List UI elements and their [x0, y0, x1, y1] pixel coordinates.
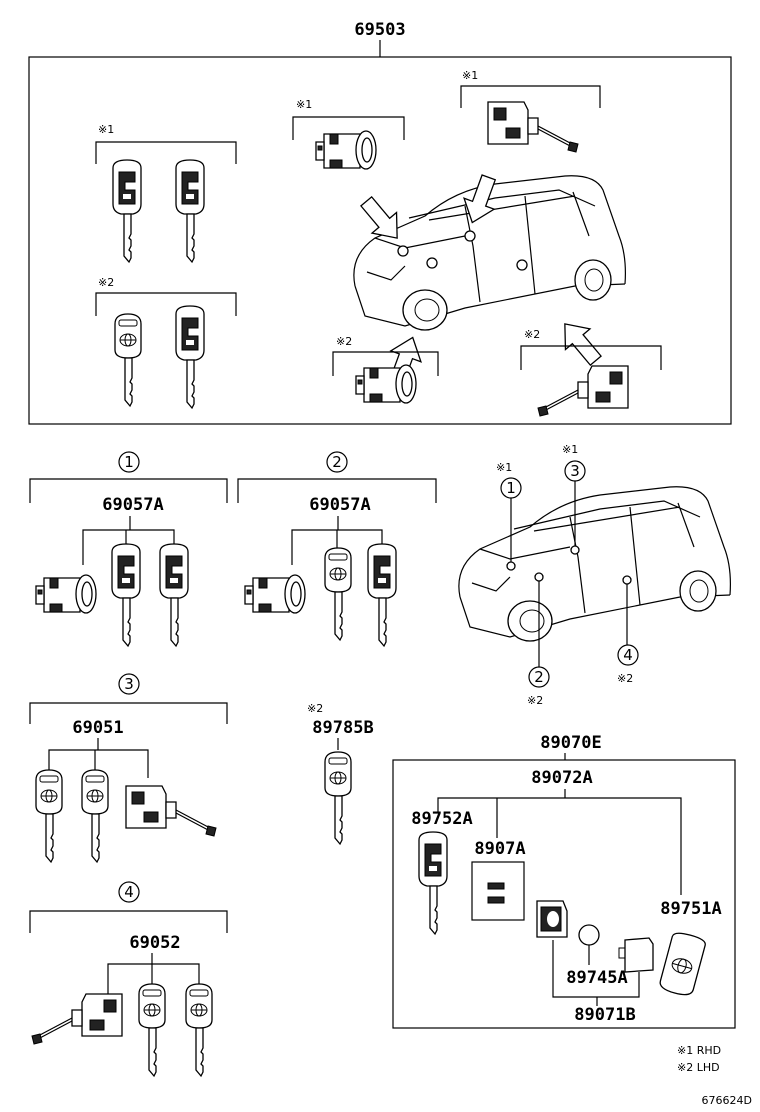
battery-part-number: 89745A	[566, 968, 627, 988]
group-part-number: 69051	[72, 718, 123, 738]
group-4: 4 69052	[29, 881, 228, 1077]
callout-note: ※1	[562, 443, 578, 456]
group-1: 1 69057A	[29, 451, 228, 647]
vehicle-locations: ※1 1 ※1 3 2 ※2 4 ※2	[458, 443, 732, 707]
callout-circle-number: 4	[623, 646, 633, 664]
key-part-number: 89752A	[411, 809, 472, 829]
plain-key	[324, 547, 352, 641]
case-half	[618, 937, 654, 973]
rhd-mark: ※1	[296, 98, 312, 111]
ignition-cylinder	[315, 130, 377, 170]
vehicle-outline	[458, 486, 732, 642]
lhd-mark: ※2	[524, 328, 540, 341]
remote-key	[175, 159, 205, 263]
assembly-69503: 69503 ※1 ※2 ※1 ※1 ※2	[28, 20, 732, 425]
transmitter-sub-number: 89072A	[531, 768, 592, 788]
transmitter-assembly: 89070E 89072A 89752A 8907A 89751A	[392, 733, 736, 1029]
insert-part-number: 8907A	[474, 839, 525, 859]
remote-key	[111, 543, 141, 647]
door-lock-cylinder	[125, 785, 217, 837]
plain-key	[324, 751, 352, 845]
arrow	[456, 171, 505, 229]
door-lock-cylinder	[487, 101, 579, 153]
plain-key	[81, 769, 109, 863]
group-3: 3 69051	[29, 673, 228, 863]
case-part-number: 89071B	[574, 1005, 635, 1025]
door-lock-cylinder	[31, 993, 123, 1045]
spare-key-part-number: 89785B	[312, 718, 373, 738]
callout-circle-number: 1	[506, 479, 516, 497]
spare-key: ※2 89785B	[307, 702, 374, 845]
key-insert	[471, 861, 525, 921]
transmitter-frame	[392, 759, 736, 1029]
legend-lhd: ※2 LHD	[677, 1061, 720, 1074]
plain-key	[185, 983, 213, 1077]
remote-key	[367, 543, 397, 647]
battery	[578, 924, 600, 946]
plain-key	[138, 983, 166, 1077]
group-2: 2 69057A	[237, 451, 437, 647]
ignition-cylinder	[35, 574, 97, 614]
group-circle-number: 2	[332, 453, 342, 471]
plain-key	[35, 769, 63, 863]
callout-note: ※2	[527, 694, 543, 707]
key-cover	[659, 932, 706, 996]
legend: ※1 RHD ※2 LHD 676624D	[677, 1044, 752, 1107]
ignition-cylinder	[355, 364, 417, 404]
lhd-mark: ※2	[336, 335, 352, 348]
remote-key	[159, 543, 189, 647]
group-circle-number: 4	[124, 883, 134, 901]
remote-key	[175, 305, 205, 409]
assembly-part-number: 69503	[354, 20, 405, 40]
plain-key	[114, 313, 142, 407]
transmitter-assembly-number: 89070E	[540, 733, 601, 753]
group-circle-number: 1	[124, 453, 134, 471]
cover-part-number: 89751A	[660, 899, 721, 919]
callout-note: ※1	[496, 461, 512, 474]
rhd-mark: ※1	[98, 123, 114, 136]
legend-rhd: ※1 RHD	[677, 1044, 721, 1057]
lhd-mark: ※2	[98, 276, 114, 289]
group-part-number: 69052	[129, 933, 180, 953]
callout-circle-number: 3	[570, 462, 580, 480]
assembly-frame	[28, 56, 732, 425]
vehicle-outline	[353, 175, 627, 331]
group-circle-number: 3	[124, 675, 134, 693]
rhd-mark: ※1	[462, 69, 478, 82]
door-lock-cylinder	[537, 365, 629, 417]
remote-key	[112, 159, 142, 263]
transmitter-module	[536, 900, 568, 938]
callout-circle-number: 2	[534, 668, 544, 686]
callout-note: ※2	[617, 672, 633, 685]
group-part-number: 69057A	[309, 495, 370, 515]
remote-key	[418, 831, 448, 935]
group-part-number: 69057A	[102, 495, 163, 515]
lhd-mark: ※2	[307, 702, 323, 715]
ignition-cylinder	[244, 574, 306, 614]
arrow	[551, 312, 609, 372]
diagram-id: 676624D	[702, 1094, 752, 1107]
